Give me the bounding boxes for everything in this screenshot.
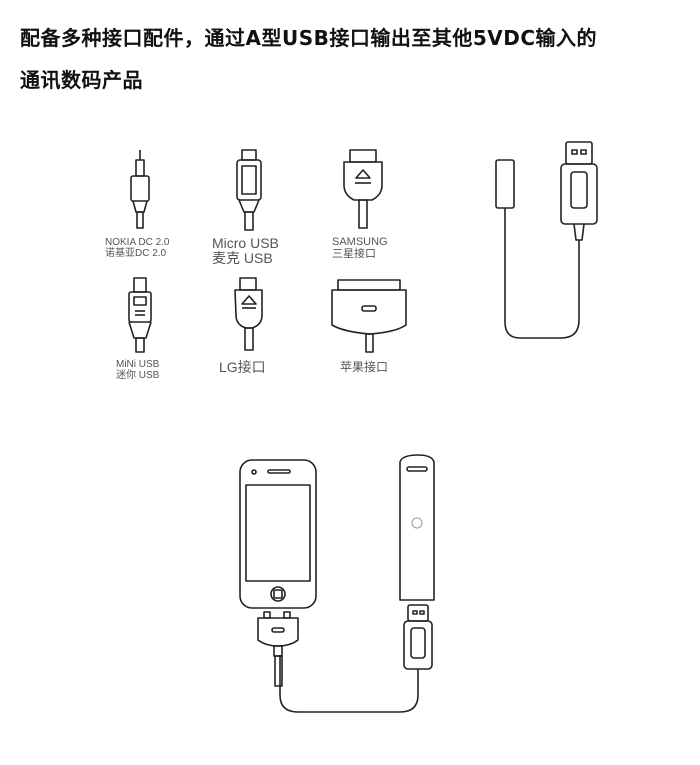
connector-label-en: NOKIA DC 2.0 [105,237,170,248]
connector-label-apple: 苹果接口 [340,361,388,374]
connector-label-micro-usb: Micro USB 麦克 USB [212,236,279,265]
samsung-connector-icon [343,149,383,229]
heading-line-2: 通讯数码产品 [20,68,143,92]
connector-label-samsung: SAMSUNG 三星接口 [332,236,388,260]
connector-label-lg: LG接口 [219,360,266,375]
micro-usb-connector-icon [236,149,262,231]
heading-line-1: 配备多种接口配件，通过A型USB接口输出至其他5VDC输入的 [20,26,598,50]
smartphone-icon [239,459,317,609]
connector-label-mini-usb: MiNi USB 迷你 USB [116,359,160,381]
lg-connector-icon [234,277,263,351]
connector-label-en: Micro USB [212,235,279,251]
connector-label-cn: 迷你 USB [116,369,160,381]
connector-label-en: SAMSUNG [332,236,388,248]
apple-30pin-connector-icon [331,279,407,353]
usb-cable-icon [495,141,598,339]
connector-label-nokia: NOKIA DC 2.0 诺基亚DC 2.0 [105,237,170,259]
apple-to-usb-cable-icon [257,604,433,713]
connector-label-cn: 麦克 USB [212,249,273,266]
mini-usb-connector-icon [128,277,152,353]
connector-label-cn: 三星接口 [332,247,376,260]
connector-label-cn: LG接口 [219,359,266,375]
connector-label-en: MiNi USB [116,359,160,370]
nokia-dc-connector-icon [130,150,150,229]
connector-label-cn: 苹果接口 [340,360,389,374]
power-bank-icon [399,454,435,601]
connector-label-cn: 诺基亚DC 2.0 [105,247,167,259]
